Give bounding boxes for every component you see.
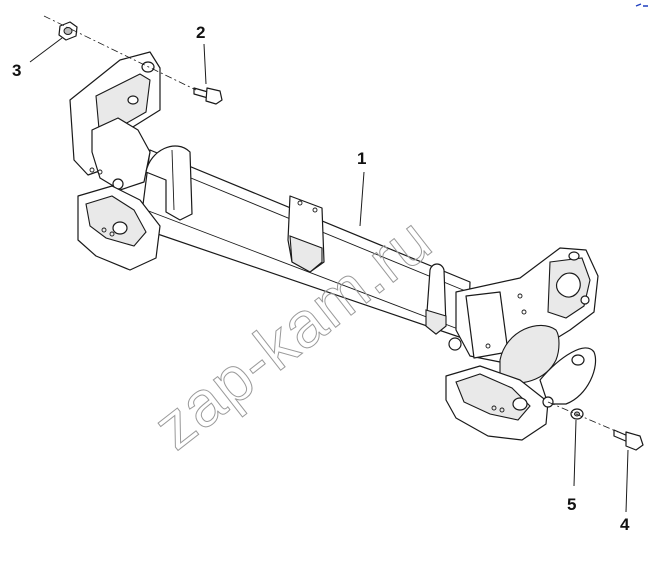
- callout-3: 3: [12, 61, 21, 80]
- callout-5: 5: [567, 495, 576, 514]
- axis-line-bottom: [547, 401, 619, 433]
- bolt-part-2: [193, 87, 223, 105]
- callout-4: 4: [620, 515, 630, 534]
- left-bracket: [69, 51, 161, 191]
- nut-part-3: [58, 21, 78, 41]
- corner-mark-icon: [635, 3, 648, 7]
- callout-leaders: [29, 37, 629, 513]
- right-bracket: [448, 247, 599, 363]
- middle-clamp: [287, 195, 325, 273]
- left-support-foot: [77, 185, 161, 271]
- right-support-foot: [445, 365, 554, 441]
- left-saddle-clamp: [145, 145, 193, 221]
- right-tube-clip: [425, 263, 447, 335]
- axis-line-top: [43, 15, 197, 91]
- bolt-part-4: [613, 429, 644, 451]
- right-saddle-housing: [499, 324, 597, 405]
- callout-1: 1: [357, 149, 366, 168]
- callout-2: 2: [196, 23, 205, 42]
